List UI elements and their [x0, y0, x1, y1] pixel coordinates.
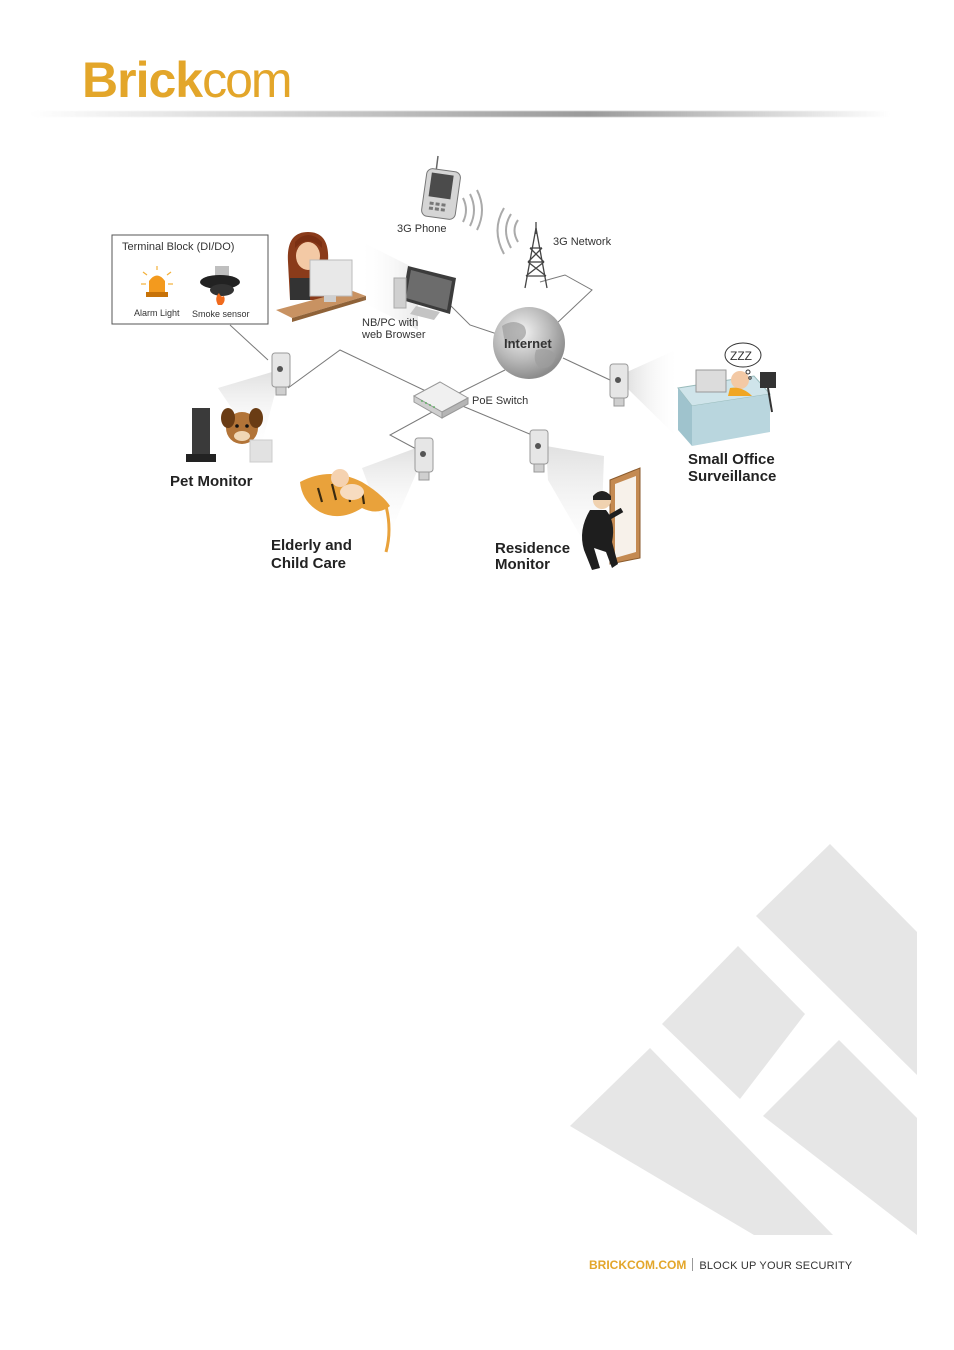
- elderly-label-line2: Child Care: [271, 555, 346, 572]
- pet-monitor-label: Pet Monitor: [170, 473, 253, 490]
- cell-tower-icon: [496, 207, 548, 289]
- residence-label-line1: Residence: [495, 540, 570, 557]
- alarm-light-label: Alarm Light: [134, 308, 180, 318]
- person-at-pc-icon: [276, 232, 366, 322]
- nbpc-label-line2: web Browser: [361, 329, 426, 341]
- network-3g-label: 3G Network: [553, 236, 612, 248]
- logo-light-part: com: [202, 52, 292, 108]
- sleeping-office-worker-icon: [677, 342, 776, 446]
- pet-dog-icon: [186, 408, 273, 463]
- brand-watermark: [570, 844, 917, 1235]
- alarm-light-icon: [141, 266, 173, 297]
- poe-switch-icon: [412, 381, 470, 419]
- office-label-line1: Small Office: [688, 451, 775, 468]
- footer-tagline: BLOCK UP YOUR SECURITY: [699, 1260, 853, 1272]
- zzz-label: ZZZ: [730, 349, 752, 363]
- child-on-tiger-rug-icon: [300, 469, 391, 553]
- residence-label-line2: Monitor: [495, 556, 550, 573]
- logo-bold-part: Brick: [82, 52, 203, 108]
- camera-pet-icon: [218, 352, 291, 450]
- footer: BRICKCOM.COM BLOCK UP YOUR SECURITY: [589, 1257, 852, 1274]
- network-links: [229, 274, 611, 451]
- brickcom-logo: Brickcom: [82, 52, 293, 108]
- header-divider: [30, 111, 890, 117]
- footer-separator: [692, 1258, 694, 1271]
- burglar-at-door-icon: [582, 467, 641, 570]
- terminal-block: Terminal Block (DI/DO) Alarm Light Smoke…: [111, 234, 269, 325]
- phone-3g-icon: [421, 155, 483, 231]
- network-diagram: Terminal Block (DI/DO) Alarm Light Smoke…: [111, 155, 776, 573]
- smoke-sensor-icon: [200, 266, 240, 305]
- internet-label: Internet: [504, 336, 552, 351]
- internet-globe-icon: [493, 307, 565, 379]
- terminal-block-title: Terminal Block (DI/DO): [122, 241, 234, 253]
- camera-office-icon: [609, 348, 680, 440]
- smoke-sensor-label: Smoke sensor: [192, 309, 250, 319]
- desktop-pc-icon: [358, 240, 456, 330]
- office-label-line2: Surveillance: [688, 468, 776, 485]
- nbpc-label-line1: NB/PC with: [362, 317, 418, 329]
- poe-switch-label: PoE Switch: [472, 395, 528, 407]
- footer-site-link[interactable]: BRICKCOM.COM: [589, 1258, 687, 1272]
- camera-elderly-icon: [362, 437, 434, 538]
- elderly-label-line1: Elderly and: [271, 537, 352, 554]
- phone-3g-label: 3G Phone: [397, 223, 447, 235]
